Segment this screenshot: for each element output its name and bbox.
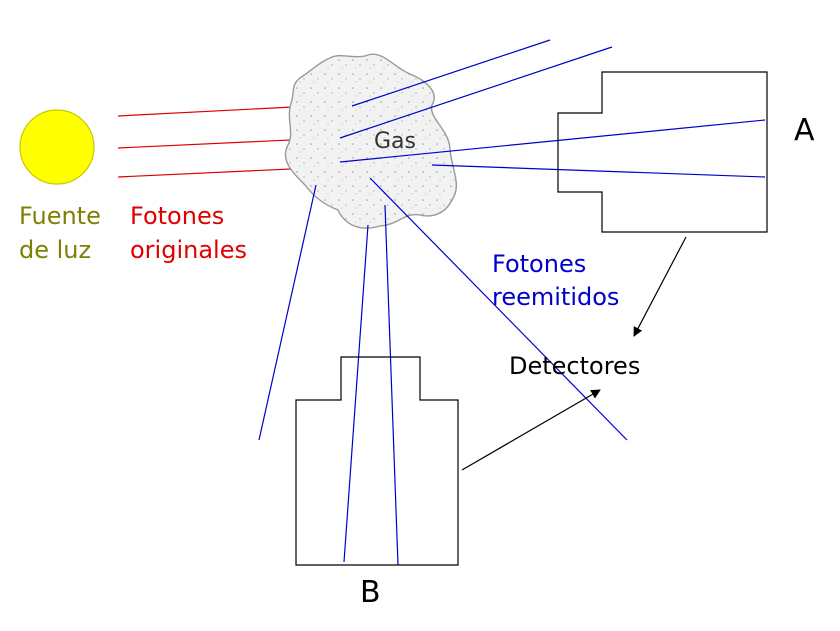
light-source-icon xyxy=(19,109,95,185)
reemitted-photon-8 xyxy=(258,184,317,441)
source-label-line1: Fuente xyxy=(19,202,101,230)
original-photon-2 xyxy=(117,138,313,149)
reemitted-photon-5 xyxy=(369,177,628,441)
reemitted-photons-label-line1: Fotones xyxy=(492,250,586,278)
detectors-label: Detectores xyxy=(509,352,640,380)
original-photon-3 xyxy=(117,167,313,178)
detector-a-label: A xyxy=(794,113,815,148)
arrow-to-detector-b xyxy=(461,389,601,471)
reemitted-photon-1 xyxy=(351,39,551,107)
arrow-to-detector-a xyxy=(633,236,687,337)
detector-a-icon xyxy=(557,71,768,233)
detector-b-label: B xyxy=(360,575,381,610)
reemitted-photon-2 xyxy=(339,46,613,139)
reemitted-photon-6 xyxy=(343,224,369,563)
reemitted-photon-7 xyxy=(384,204,399,566)
reemitted-photon-4 xyxy=(431,164,766,178)
reemitted-photons xyxy=(258,39,766,566)
source-label-line2: de luz xyxy=(19,236,91,264)
original-photons-label-line2: originales xyxy=(130,236,247,264)
detector-arrows xyxy=(461,236,687,471)
reemitted-photon-3 xyxy=(339,119,766,163)
detector-b-icon xyxy=(295,356,459,566)
reemitted-photons-label-line2: reemitidos xyxy=(492,283,619,311)
gas-label: Gas xyxy=(374,129,416,154)
original-photons-label-line1: Fotones xyxy=(130,202,224,230)
